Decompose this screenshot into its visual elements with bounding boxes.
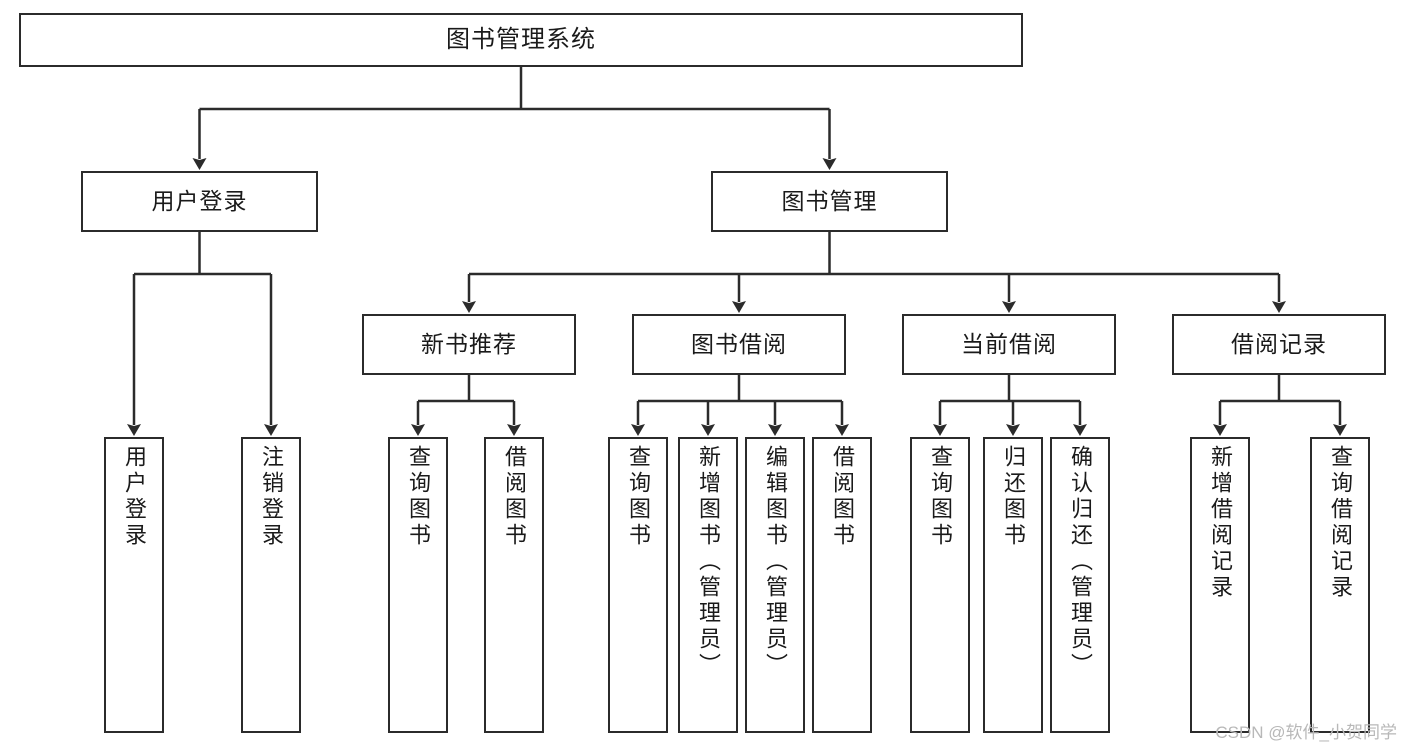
- node-leaf-query-book-3-label: 查询图书: [928, 445, 953, 549]
- node-leaf-borrow-book-1[interactable]: 借阅图书: [484, 437, 544, 733]
- node-leaf-add-borrow-record-label: 新增借阅记录: [1208, 445, 1233, 601]
- node-leaf-query-borrow-record[interactable]: 查询借阅记录: [1310, 437, 1370, 733]
- node-borrow-record[interactable]: 借阅记录: [1172, 314, 1386, 375]
- node-leaf-borrow-book-2[interactable]: 借阅图书: [812, 437, 872, 733]
- node-leaf-add-book-admin[interactable]: 新增图书（管理员）: [678, 437, 738, 733]
- node-leaf-query-borrow-record-label: 查询借阅记录: [1328, 445, 1353, 601]
- node-leaf-user-login-label: 用户登录: [122, 445, 147, 549]
- node-leaf-query-book-3[interactable]: 查询图书: [910, 437, 970, 733]
- node-root-label: 图书管理系统: [446, 25, 596, 53]
- node-new-book-recommend-label: 新书推荐: [421, 330, 517, 357]
- node-leaf-borrow-book-1-label: 借阅图书: [502, 445, 527, 549]
- node-leaf-query-book-2-label: 查询图书: [626, 445, 651, 549]
- node-user-login[interactable]: 用户登录: [81, 171, 318, 232]
- node-leaf-edit-book-admin-label: 编辑图书（管理员）: [763, 445, 788, 679]
- node-leaf-edit-book-admin[interactable]: 编辑图书（管理员）: [745, 437, 805, 733]
- node-leaf-return-book[interactable]: 归还图书: [983, 437, 1043, 733]
- node-book-manage-label: 图书管理: [781, 187, 878, 214]
- node-leaf-confirm-return-admin-label: 确认归还（管理员）: [1068, 445, 1093, 679]
- node-new-book-recommend[interactable]: 新书推荐: [362, 314, 576, 375]
- node-current-borrow[interactable]: 当前借阅: [902, 314, 1116, 375]
- node-leaf-user-login[interactable]: 用户登录: [104, 437, 164, 733]
- node-leaf-query-book-1[interactable]: 查询图书: [388, 437, 448, 733]
- node-leaf-borrow-book-2-label: 借阅图书: [830, 445, 855, 549]
- node-current-borrow-label: 当前借阅: [961, 330, 1057, 357]
- csdn-watermark: CSDN @软件_小贺同学: [1215, 723, 1397, 742]
- node-book-borrow-label: 图书借阅: [691, 330, 787, 357]
- node-leaf-add-borrow-record[interactable]: 新增借阅记录: [1190, 437, 1250, 733]
- node-leaf-add-book-admin-label: 新增图书（管理员）: [696, 445, 721, 679]
- node-borrow-record-label: 借阅记录: [1231, 330, 1327, 357]
- node-leaf-return-book-label: 归还图书: [1001, 445, 1026, 549]
- node-user-login-label: 用户登录: [151, 187, 248, 214]
- node-leaf-query-book-1-label: 查询图书: [406, 445, 431, 549]
- node-leaf-logout-label: 注销登录: [259, 445, 284, 549]
- node-book-manage[interactable]: 图书管理: [711, 171, 948, 232]
- node-leaf-confirm-return-admin[interactable]: 确认归还（管理员）: [1050, 437, 1110, 733]
- node-root[interactable]: 图书管理系统: [19, 13, 1023, 67]
- node-leaf-logout[interactable]: 注销登录: [241, 437, 301, 733]
- node-leaf-query-book-2[interactable]: 查询图书: [608, 437, 668, 733]
- node-book-borrow[interactable]: 图书借阅: [632, 314, 846, 375]
